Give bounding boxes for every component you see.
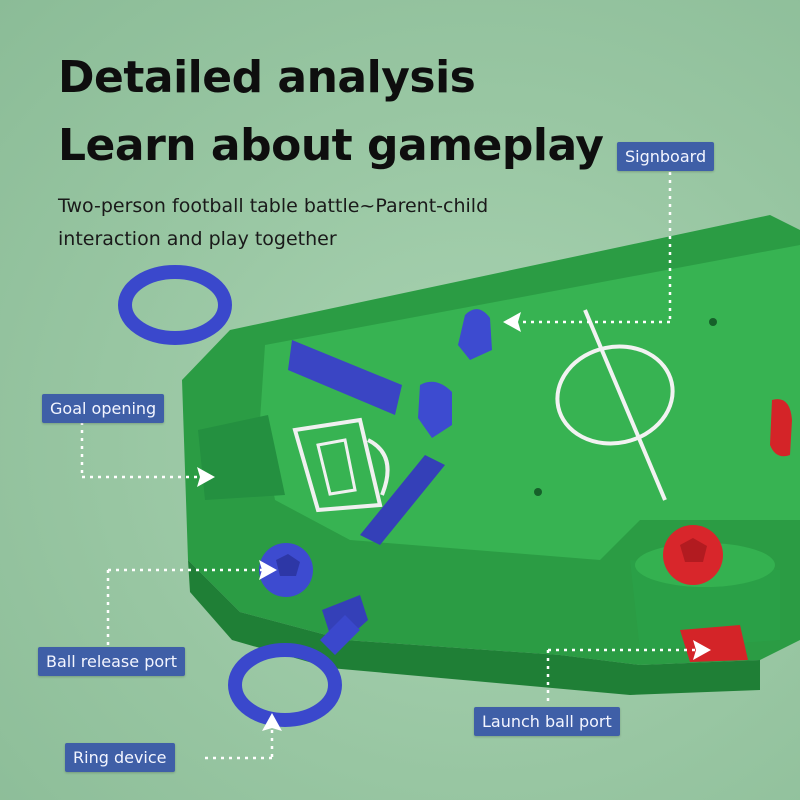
- red-player: [770, 399, 792, 457]
- callout-goal-opening: Goal opening: [42, 394, 165, 423]
- arrow-icon: [503, 312, 521, 332]
- playing-field: [260, 245, 800, 560]
- callout-launch-ball-port: Launch ball port: [474, 707, 620, 736]
- callout-signboard: Signboard: [617, 142, 715, 171]
- callout-arrows: [197, 312, 711, 731]
- goal-box: [316, 438, 357, 496]
- field-hole: [534, 488, 542, 496]
- ring-device-bottom: [228, 643, 342, 727]
- callout-lines: [80, 172, 696, 760]
- subtitle: Two-person football table battle~Parent-…: [58, 195, 489, 250]
- callout-ball-release-port: Ball release port: [38, 647, 185, 676]
- headline-line-2: Learn about gameplay: [58, 120, 604, 171]
- center-line: [583, 309, 667, 501]
- penalty-box: [292, 417, 383, 513]
- callout-ring-device: Ring device: [65, 743, 175, 772]
- field-hole: [709, 318, 717, 326]
- blue-player: [418, 381, 452, 438]
- arrow-icon: [259, 560, 277, 580]
- center-circle: [555, 344, 675, 446]
- arrow-icon: [693, 640, 711, 660]
- blue-flipper: [288, 340, 402, 415]
- arrow-icon: [197, 467, 215, 487]
- goal-pocket: [198, 415, 285, 500]
- headline-line-1: Detailed analysis: [58, 52, 476, 103]
- penalty-arc: [367, 438, 390, 496]
- blue-player: [458, 309, 492, 360]
- red-launcher: [680, 625, 748, 662]
- arrow-icon: [262, 713, 282, 731]
- blue-flipper: [360, 455, 445, 545]
- ring-device-top: [118, 265, 232, 345]
